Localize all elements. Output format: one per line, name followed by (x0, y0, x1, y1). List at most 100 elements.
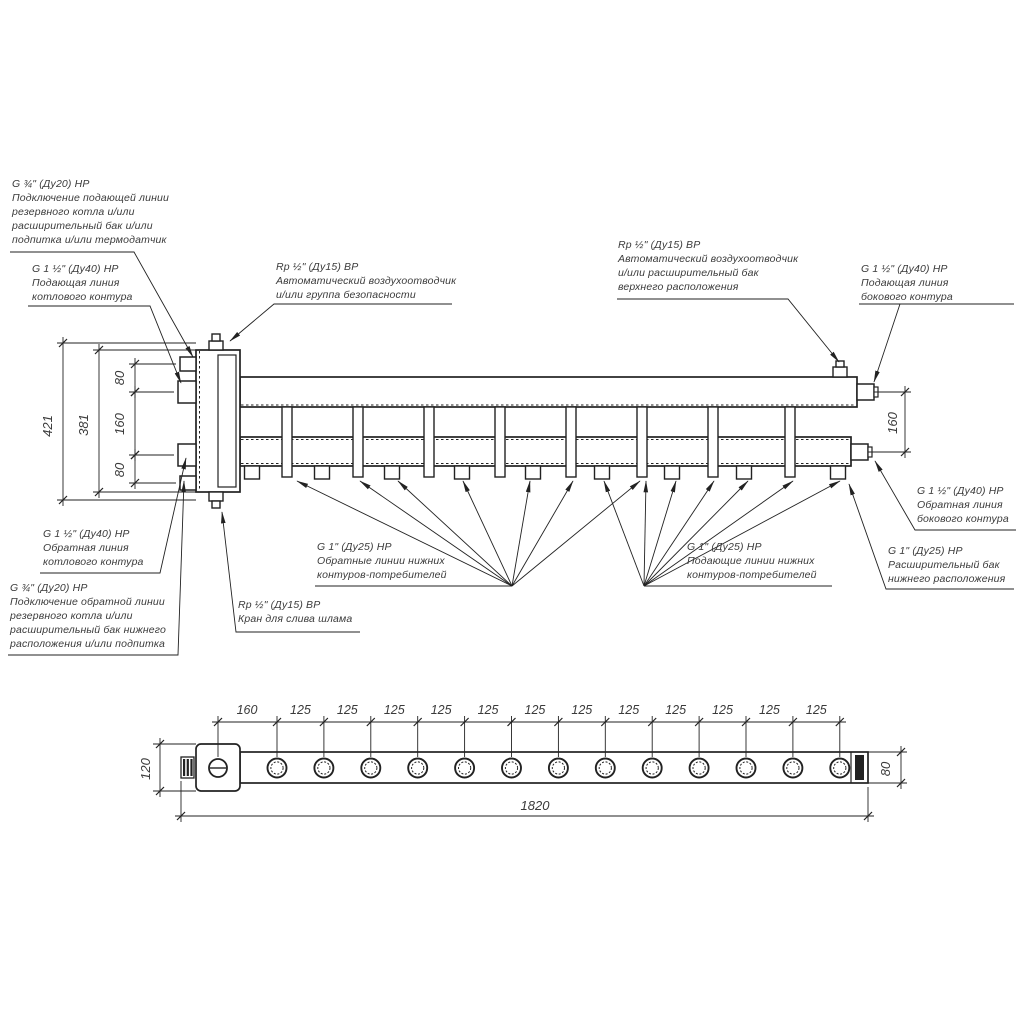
leader-arrow (617, 298, 840, 363)
riser-port (423, 406, 435, 478)
leader-arrow (643, 480, 715, 587)
callout-boiler-supply-aux: G ¾" (Ду20) НР Подключение подающей лини… (12, 178, 170, 246)
leader-arrow (28, 305, 182, 384)
leader-arrow (359, 480, 513, 587)
callout-safety-group: Rp ½" (Ду15) ВР Автоматический воздухоот… (276, 261, 457, 301)
callout-side-supply: G 1 ½" (Ду40) НР Подающая линия бокового… (861, 263, 953, 303)
leader-arrow (643, 480, 677, 587)
bar-port-outer (641, 757, 663, 779)
left-port-large-supply (177, 380, 197, 404)
top-pipe (239, 376, 858, 408)
bar-port-thread (270, 761, 284, 775)
bar-port-outer (735, 757, 757, 779)
bar-port-outer (501, 757, 522, 779)
leader-arrow (643, 480, 841, 587)
bottom-stub-port (383, 465, 401, 480)
leader-arrow (221, 511, 360, 633)
bottom-stub-port (829, 465, 847, 480)
riser-port (494, 406, 506, 478)
dim-port-spacing: 125 (478, 703, 499, 717)
leader-arrow (511, 480, 531, 587)
dimension-tick (130, 478, 140, 488)
dimension-tick (130, 359, 140, 369)
dimension-tick (155, 739, 165, 749)
air-vent-fitting-cap (835, 360, 845, 368)
bar-port-thread (317, 761, 331, 775)
bar-port-thread (739, 761, 753, 775)
bar-port-thread (458, 761, 472, 775)
bottom-view (180, 743, 869, 792)
air-vent-fitting (832, 366, 848, 378)
leader-arrow (10, 251, 194, 358)
bar-port-outer (688, 757, 710, 779)
left-thread-stripe (190, 759, 193, 776)
bottom-stub-port (593, 465, 611, 480)
block-top-fitting (208, 340, 224, 351)
dim-right-gap: 160 (885, 411, 900, 433)
leader-arrow (643, 480, 749, 587)
dim-overall-height: 421 (40, 415, 55, 437)
dim-body-height: 381 (76, 414, 91, 436)
callout-consumers-supply: G 1" (Ду25) НР Подающие линии нижних кон… (687, 541, 817, 581)
riser-and-stub-ports (243, 406, 847, 480)
block-bottom-fitting-cap (211, 500, 221, 509)
leader-arrow (511, 480, 641, 587)
dimension-tick (176, 811, 186, 821)
bar-port-outer (360, 757, 382, 779)
dimension-tick (130, 450, 140, 460)
dim-port-spacing: 125 (431, 703, 452, 717)
dimension-tick (58, 495, 68, 505)
dim-port-spacing: 125 (571, 703, 592, 717)
bar-port-thread (645, 761, 659, 775)
bar-port-thread (411, 761, 425, 775)
dimension-tick (130, 387, 140, 397)
bar-port-outer (547, 757, 569, 779)
leader-arrow (874, 460, 1016, 531)
bar-port-thread (786, 761, 800, 775)
bar-port-outer (266, 757, 288, 779)
dim-port-spacing: 125 (712, 703, 733, 717)
riser-port (565, 406, 577, 478)
block-bottom-fitting (208, 491, 224, 502)
bottom-stub-port (524, 465, 542, 480)
bottom-stub-port (453, 465, 471, 480)
leader-arrow (8, 480, 186, 656)
leader-arrow (603, 480, 645, 587)
leader-arrow (511, 480, 574, 587)
left-port-small-bottom (179, 475, 197, 491)
riser-port (281, 406, 293, 478)
bar-port-thread (833, 761, 847, 775)
dim-top-offset: 80 (112, 370, 127, 385)
callout-boiler-supply: G 1 ½" (Ду40) НР Подающая линия котловог… (32, 263, 133, 303)
block-top-fitting-cap (211, 333, 221, 342)
left-port-large-return (177, 443, 197, 467)
dimension-labels: 421 381 80 160 80 160 160 120 80 1820 12… (40, 370, 900, 813)
dim-port-spacing: 125 (290, 703, 311, 717)
bar-port-circles (266, 757, 851, 779)
dimension-and-leader-lines (8, 251, 1016, 822)
bar-port-thread (504, 761, 519, 775)
bar-port-thread (364, 761, 378, 775)
dim-bottom-offset: 80 (112, 462, 127, 477)
leader-arrow (643, 480, 649, 587)
dimension-tick (94, 487, 104, 497)
bar-port-outer (829, 757, 851, 779)
callout-expansion-tank-bottom: G 1" (Ду25) НР Расширительный бак нижнег… (888, 545, 1006, 585)
dim-port-spacing: 125 (337, 703, 358, 717)
bottom-stub-port (313, 465, 331, 480)
callout-side-return: G 1 ½" (Ду40) НР Обратная линия бокового… (917, 485, 1009, 525)
bar-port-thread (692, 761, 706, 775)
bar-port-thread (551, 761, 566, 775)
callout-boiler-return-aux: G ¾" (Ду20) НР Подключение обратной лини… (10, 582, 166, 650)
bar-port-outer (782, 757, 804, 779)
dimension-tick (58, 338, 68, 348)
leader-arrow (643, 480, 794, 587)
leader-arrow (848, 483, 1014, 590)
riser-port (636, 406, 648, 478)
dimension-tick (896, 778, 906, 788)
callout-drain: Rp ½" (Ду15) ВР Кран для слива шлама (238, 599, 353, 625)
top-pipe-end-fitting (856, 383, 875, 401)
dim-port-spacing: 125 (806, 703, 827, 717)
